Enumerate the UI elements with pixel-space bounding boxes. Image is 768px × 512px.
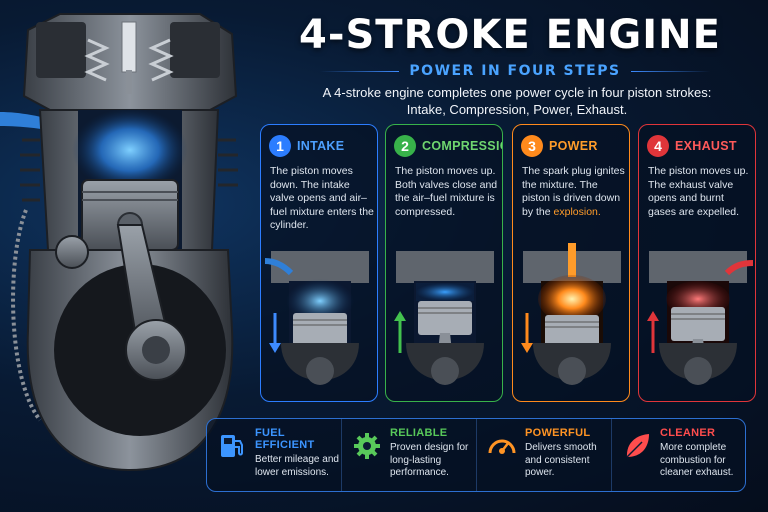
leaf-icon — [626, 434, 649, 458]
step-description-highlight: explosion. — [553, 205, 601, 218]
compression-stroke-diagram — [394, 251, 494, 385]
benefit-fuel-efficient: FUEL EFFICIENT Better mileage and lower … — [207, 419, 342, 491]
subtitle-divider-left — [320, 70, 400, 72]
benefit-title: CLEANER — [660, 427, 716, 439]
fuel-pump-icon — [221, 435, 243, 457]
subtitle-row: POWER IN FOUR STEPS — [320, 60, 710, 82]
step-header: 3 POWER — [521, 135, 598, 157]
step-description: The piston moves up. Both valves close a… — [395, 165, 498, 218]
up-arrow-icon — [647, 311, 659, 353]
benefit-description: Proven design for long-lasting performan… — [390, 442, 469, 478]
subtitle-divider-right — [630, 70, 710, 72]
power-stroke-diagram — [521, 243, 621, 385]
step-number-badge: 2 — [394, 135, 416, 157]
step-description: The piston moves up. The exhaust valve o… — [648, 165, 749, 218]
step-name: COMPRESSION — [422, 139, 502, 153]
step-header: 1 INTAKE — [269, 135, 344, 157]
step-number-badge: 3 — [521, 135, 543, 157]
down-arrow-icon — [269, 313, 281, 353]
benefit-title: RELIABLE — [390, 427, 448, 439]
intake-stroke-diagram — [265, 251, 369, 385]
step-header: 4 EXHAUST — [647, 135, 737, 157]
benefit-title: FUEL EFFICIENT — [255, 427, 315, 451]
step-name: EXHAUST — [675, 139, 737, 153]
benefit-reliable: RELIABLE Proven design for long-lasting … — [342, 419, 477, 491]
gear-icon — [354, 433, 380, 459]
benefit-description: Delivers smooth and consistent power. — [525, 442, 597, 478]
page-title: 4-STROKE ENGINE — [299, 12, 721, 58]
benefit-description: More complete combustion for cleaner exh… — [660, 442, 734, 478]
step-number-badge: 1 — [269, 135, 291, 157]
step-card-exhaust: 4 EXHAUST The piston moves up. The exhau… — [638, 124, 756, 402]
down-arrow-icon — [521, 313, 533, 353]
step-card-compression: 2 COMPRESSION The piston moves up. Both … — [385, 124, 503, 402]
benefit-cleaner: CLEANER More complete combustion for cle… — [612, 419, 746, 491]
step-card-intake: 1 INTAKE The piston moves down. The inta… — [260, 124, 378, 402]
step-header: 2 COMPRESSION — [394, 135, 502, 157]
intro-text: A 4-stroke engine completes one power cy… — [322, 85, 712, 117]
benefits-bar: FUEL EFFICIENT Better mileage and lower … — [206, 418, 746, 492]
step-name: POWER — [549, 139, 598, 153]
step-description: The spark plug ignites the mixture. The … — [522, 165, 626, 219]
benefit-title: POWERFUL — [525, 427, 591, 439]
engine-cutaway-illustration — [0, 13, 238, 472]
exhaust-stroke-diagram — [647, 251, 753, 385]
step-card-power: 3 POWER The spark plug ignites the mixtu… — [512, 124, 630, 402]
gauge-icon — [488, 439, 516, 454]
step-number-badge: 4 — [647, 135, 669, 157]
step-name: INTAKE — [297, 139, 345, 153]
benefit-description: Better mileage and lower emissions. — [255, 454, 339, 478]
step-description: The piston moves down. The intake valve … — [270, 165, 374, 231]
benefit-powerful: POWERFUL Delivers smooth and consistent … — [477, 419, 612, 491]
up-arrow-icon — [394, 311, 406, 353]
step-description-text: The spark plug ignites the mixture. The … — [522, 165, 625, 218]
subtitle: POWER IN FOUR STEPS — [409, 63, 621, 79]
